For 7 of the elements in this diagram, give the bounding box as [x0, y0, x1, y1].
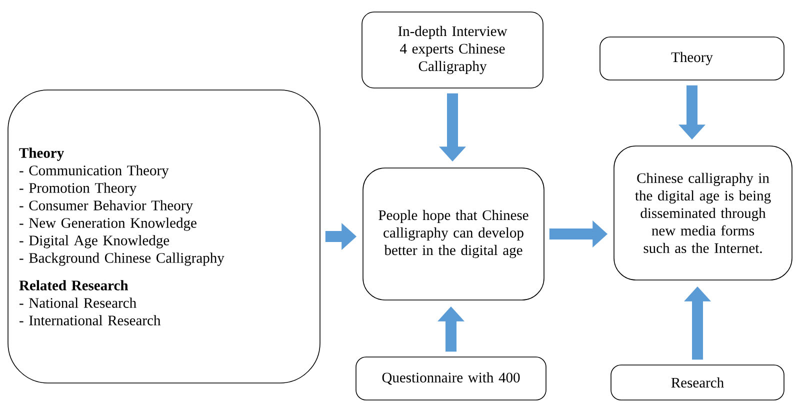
- process-box: Research: [610, 364, 784, 400]
- process-box: People hope that Chinese calligraphy can develop better in the digital age: [362, 168, 544, 300]
- process-box: Theory: [600, 36, 784, 80]
- process-box: Questionnaire with 400: [356, 356, 546, 400]
- process-box: In-depth Interview 4 experts Chinese Calligraphy: [362, 12, 544, 88]
- process-box: Chinese calligraphy in the digital age is being disseminated through new media forms such as the Internet.: [614, 146, 792, 280]
- list-box: Theory - Communication Theory - Promotion Theory - Consumer Behavior Theory - New Generation Knowledge - Digital Age Knowledge - Background Chinese Calligraphy Related Research - National Research - International Research: [8, 90, 320, 384]
